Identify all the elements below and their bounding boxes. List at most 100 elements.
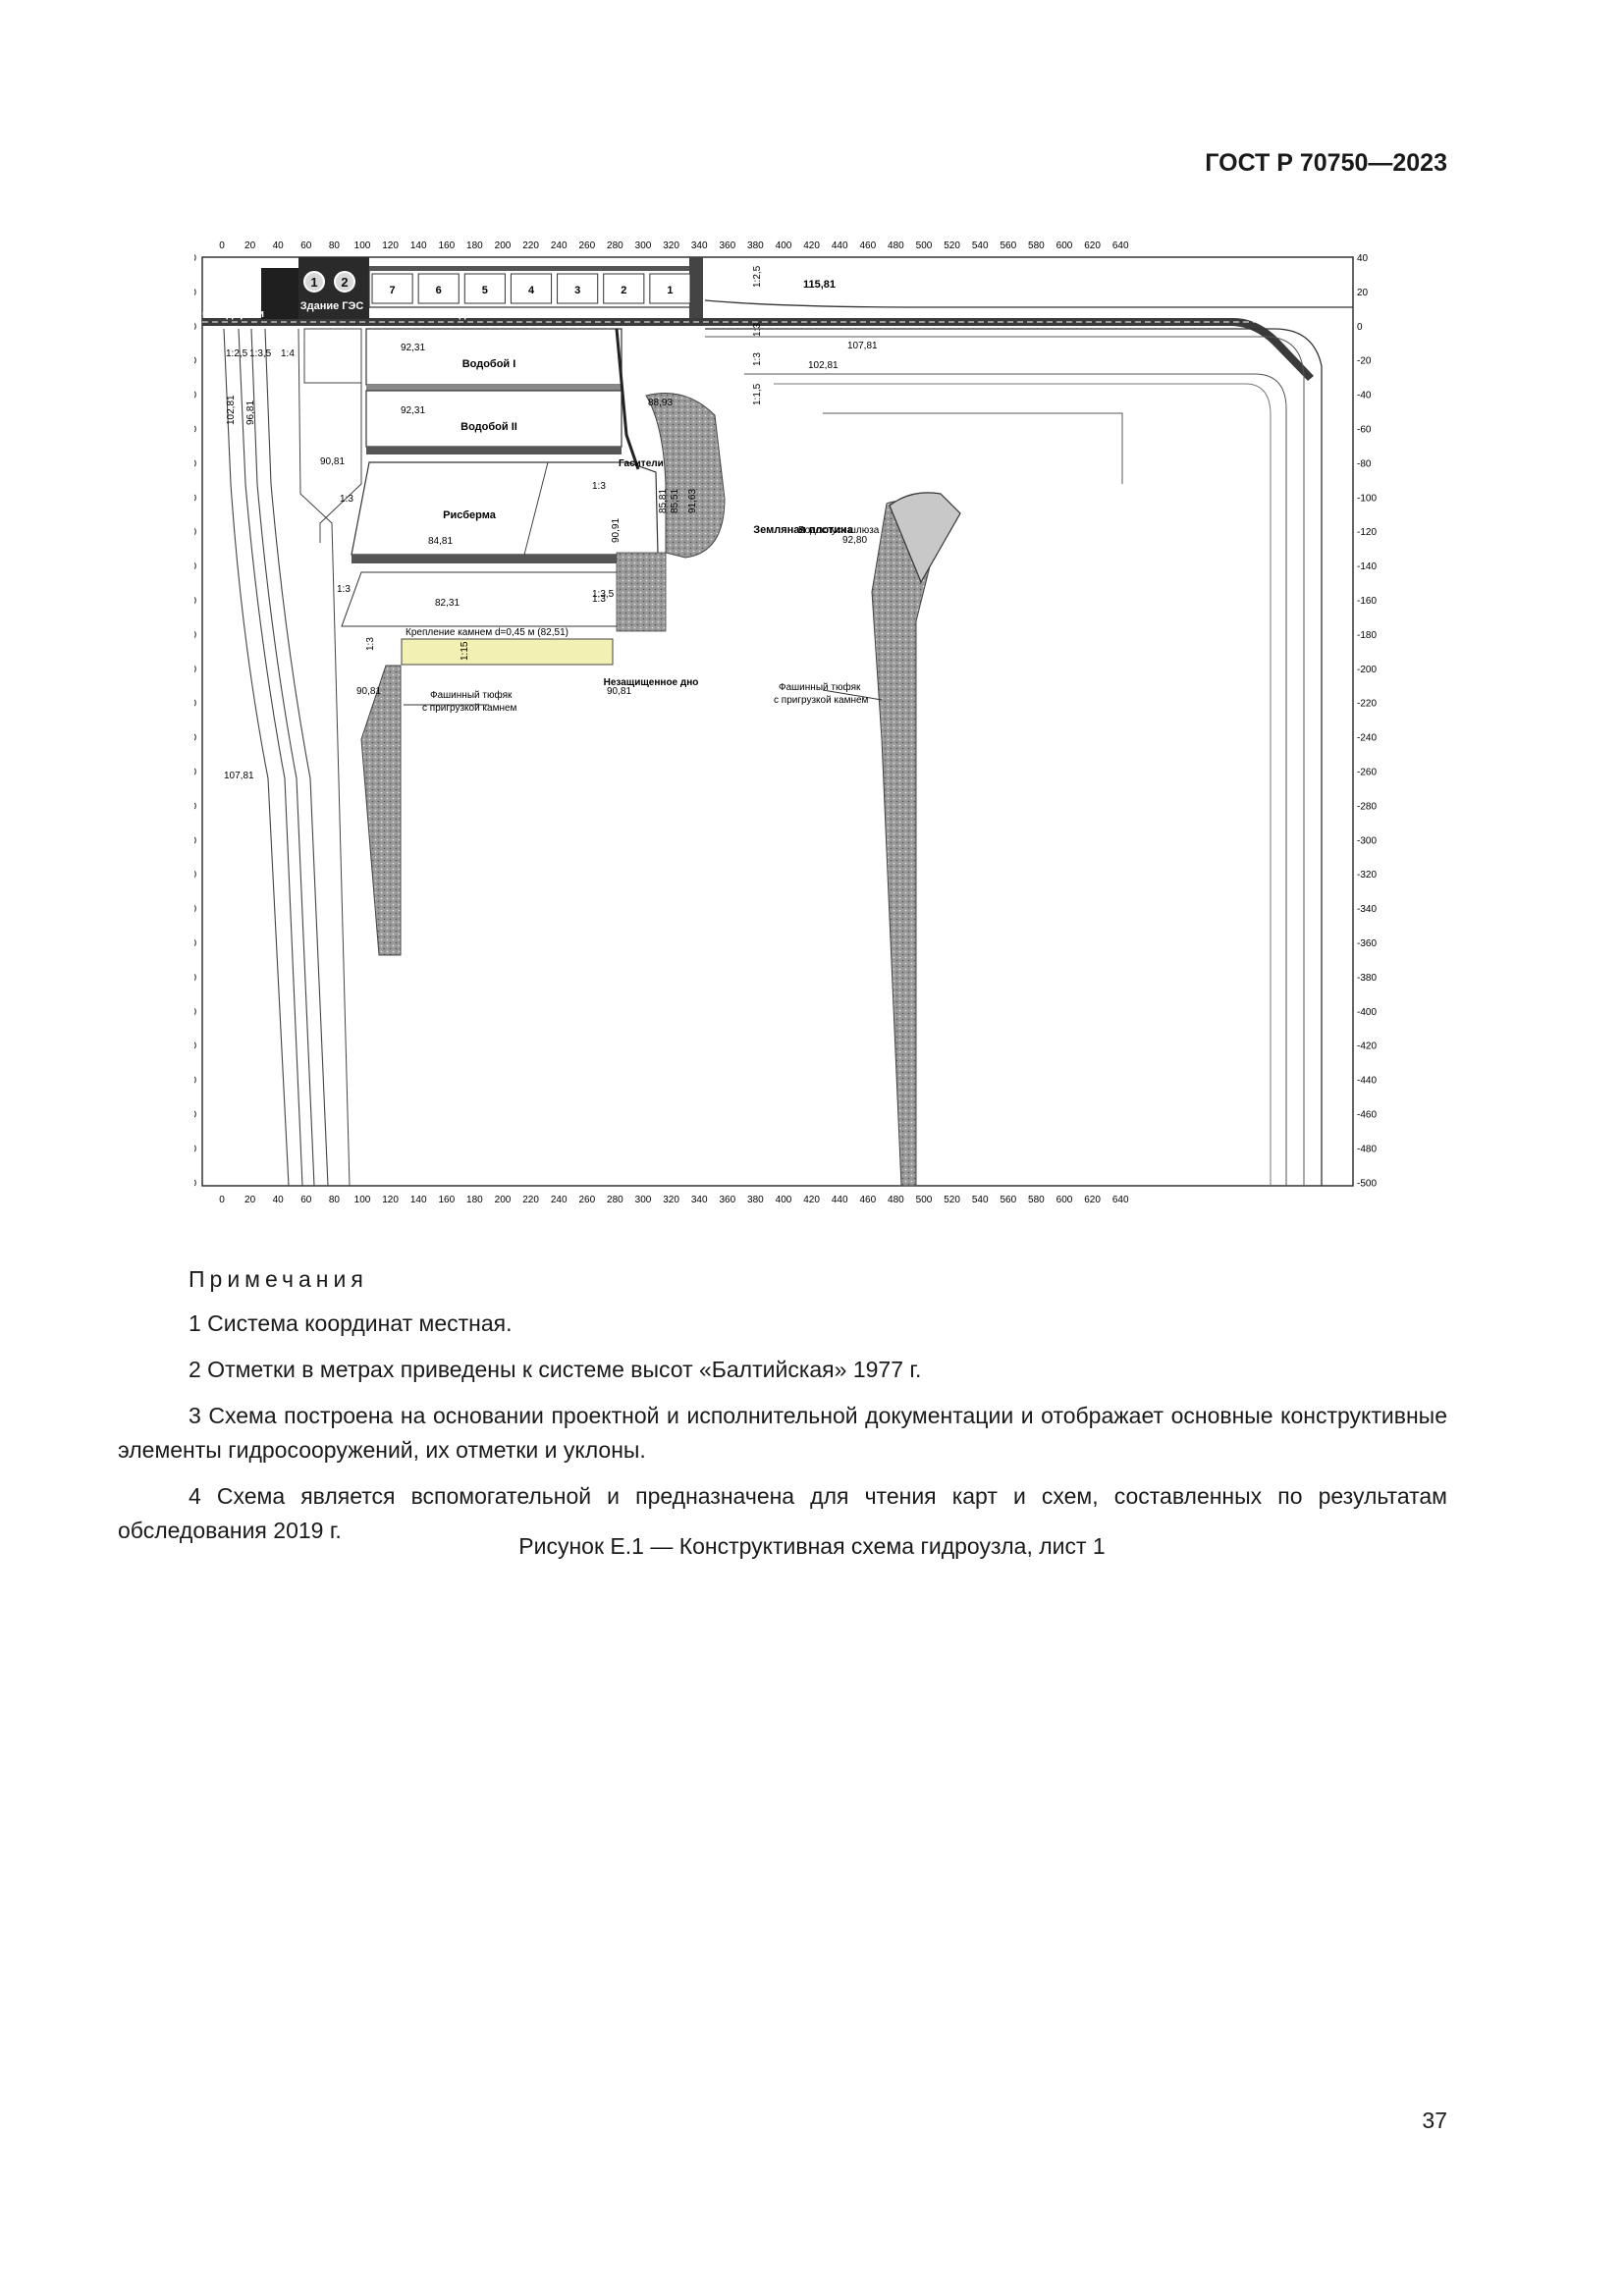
x-tick-top-label: 100 (354, 240, 371, 251)
x-tick-bottom-label: 640 (1112, 1195, 1129, 1205)
y-tick-left-label: -480 (194, 1144, 196, 1154)
x-tick-bottom-label: 60 (300, 1195, 312, 1205)
y-tick-left-label: -40 (194, 391, 196, 401)
x-tick-top-label: 200 (495, 240, 512, 251)
spillway-bay (557, 273, 599, 304)
x-tick-bottom-label: 580 (1028, 1195, 1045, 1205)
y-tick-right-label: -120 (1357, 527, 1377, 538)
fascine-mattress-left (360, 665, 402, 956)
page-number: 37 (1422, 2108, 1447, 2133)
slope-1-3-low: 1:3 (592, 594, 606, 605)
stilling-basin-1 (365, 328, 623, 386)
spillway-bay (649, 273, 691, 304)
y-tick-right-label: -40 (1357, 391, 1372, 401)
elevation-90-81-left: 90,81 (320, 456, 345, 467)
y-tick-left-label: -340 (194, 904, 196, 915)
x-tick-top-label: 380 (747, 240, 764, 251)
ges-unit-2-marker (334, 271, 355, 293)
x-tick-bottom-label: 600 (1056, 1195, 1073, 1205)
x-tick-bottom-label: 20 (244, 1195, 256, 1205)
ges-unit-2-label: 2 (341, 275, 348, 290)
y-tick-left-label: 20 (194, 288, 196, 298)
x-tick-top-label: 340 (691, 240, 708, 251)
y-tick-right-label: -60 (1357, 425, 1372, 436)
x-tick-bottom-label: 160 (438, 1195, 455, 1205)
y-tick-right-label: -400 (1357, 1007, 1377, 1018)
elevation-92-80: 92,80 (842, 535, 867, 546)
note-item-3: 3 Схема построена на основании проектной… (118, 1403, 1447, 1463)
ges-annex (261, 268, 298, 319)
spillway-bay-label: 3 (574, 285, 580, 296)
left-bank-line-6 (319, 329, 362, 543)
elevation-91-63: 91,63 (687, 489, 698, 513)
elevation-90-81-mid: 90,81 (356, 686, 381, 697)
earth-dam-slope (774, 383, 1272, 1186)
y-axis-ticks-right: 40200-20-40-60-80-100-120-140-160-180-20… (1357, 253, 1377, 1189)
stilling-basin-2 (365, 390, 623, 448)
x-tick-top-label: 460 (859, 240, 876, 251)
x-tick-top-label: 560 (1000, 240, 1016, 251)
elevation-85-81: 85,81 (658, 489, 669, 513)
spillway-bay-label: 7 (390, 285, 396, 296)
spillway-bay-label: 5 (482, 285, 488, 296)
spillway-bay (510, 273, 553, 304)
y-axis-ticks-left: 40200-20-40-60-80-100-120-140-160-180-20… (194, 253, 196, 1189)
fascine-right-leader (822, 689, 883, 701)
note-item-1: 1 Система координат местная. (189, 1310, 513, 1336)
y-tick-right-label: -360 (1357, 938, 1377, 949)
slope-1-3-separator: 1:3 (592, 481, 606, 492)
x-tick-top-label: 600 (1056, 240, 1073, 251)
left-bay-block (303, 328, 362, 384)
x-tick-top-label: 140 (410, 240, 427, 251)
y-tick-left-label: -360 (194, 938, 196, 949)
spillway-bay (371, 273, 413, 304)
x-tick-top-label: 220 (522, 240, 539, 251)
note-item-4: 4 Схема является вспомогательной и предн… (118, 1483, 1447, 1543)
slope-1-4: 1:4 (281, 348, 295, 359)
x-tick-top-label: 120 (382, 240, 399, 251)
spillway-dam-crest (369, 266, 703, 271)
energy-dissipators-label: Гасители энергии (619, 458, 705, 469)
y-tick-left-label: -120 (194, 527, 196, 538)
x-tick-bottom-label: 40 (273, 1195, 285, 1205)
basin-2-sill (366, 447, 622, 454)
y-tick-left-label: -500 (194, 1178, 196, 1189)
x-tick-top-label: 320 (663, 240, 679, 251)
earth-dam-outline (705, 328, 1323, 1186)
x-tick-top-label: 80 (329, 240, 341, 251)
x-tick-bottom-label: 100 (354, 1195, 371, 1205)
x-tick-bottom-label: 400 (776, 1195, 792, 1205)
road-band (202, 318, 1314, 381)
y-tick-right-label: -160 (1357, 596, 1377, 607)
x-tick-bottom-label: 620 (1084, 1195, 1101, 1205)
y-tick-left-label: -20 (194, 356, 196, 367)
y-tick-right-label: -180 (1357, 630, 1377, 641)
y-tick-right-label: -300 (1357, 835, 1377, 846)
left-bank-line-3 (250, 328, 315, 1187)
x-tick-bottom-label: 280 (607, 1195, 623, 1205)
stone-lining-strip (401, 638, 614, 666)
unprotected-bottom-label: Незащищенное дно (604, 677, 699, 688)
y-tick-right-label: -440 (1357, 1076, 1377, 1087)
elevation-88-93: 88,93 (648, 398, 673, 408)
y-tick-left-label: -220 (194, 699, 196, 710)
fascine-left-label-2: с пригрузкой камнем (422, 703, 517, 714)
earth-dam-toe (744, 373, 1287, 1186)
stilling-basin-1-label: Водобой I (462, 358, 516, 370)
spillway-abutment (689, 257, 703, 318)
y-tick-left-label: -160 (194, 596, 196, 607)
figure-caption: Рисунок Е.1 — Конструктивная схема гидро… (518, 1533, 1106, 1559)
x-tick-bottom-label: 340 (691, 1195, 708, 1205)
x-tick-top-label: 420 (803, 240, 820, 251)
y-tick-left-label: -420 (194, 1041, 196, 1052)
lock-outlet-label: Водоспуск шлюза (798, 525, 880, 536)
x-tick-bottom-label: 460 (859, 1195, 876, 1205)
y-tick-left-label: -280 (194, 801, 196, 812)
slope-1-3-vertical: 1:3 (365, 637, 376, 651)
x-tick-bottom-label: 520 (944, 1195, 960, 1205)
elevation-96-81-vertical: 96,81 (245, 400, 256, 425)
elevation-107-81-top: 107,81 (847, 341, 878, 351)
x-tick-top-label: 0 (219, 240, 225, 251)
x-tick-top-label: 520 (944, 240, 960, 251)
